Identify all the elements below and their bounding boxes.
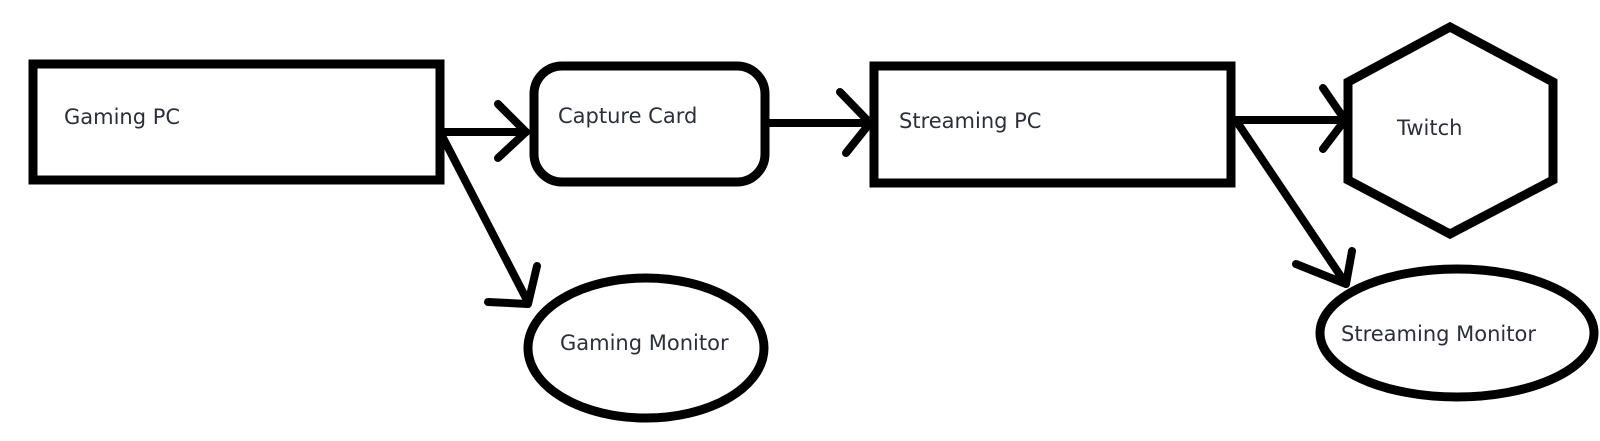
node-capture-card: Capture Card	[529, 61, 770, 187]
node-streaming-monitor: Streaming Monitor	[1315, 264, 1599, 402]
node-gaming-pc: Gaming PC	[28, 59, 445, 185]
node-gaming-pc-label: Gaming PC	[64, 105, 180, 129]
edge-gaming-pc-to-capture-card	[432, 100, 530, 162]
node-twitch-label: Twitch	[1396, 116, 1462, 140]
node-streaming-pc: Streaming PC	[869, 61, 1236, 188]
node-capture-card-label: Capture Card	[558, 104, 697, 128]
edge-gaming-pc-to-gaming-monitor	[436, 128, 541, 308]
node-streaming-monitor-label: Streaming Monitor	[1341, 322, 1536, 346]
node-gaming-monitor-label: Gaming Monitor	[560, 331, 729, 355]
node-gaming-monitor: Gaming Monitor	[523, 273, 769, 423]
node-twitch: Twitch	[1343, 21, 1558, 240]
node-streaming-pc-label: Streaming PC	[899, 109, 1041, 133]
edge-streaming-pc-to-streaming-monitor	[1233, 118, 1356, 288]
edge-capture-card-to-streaming-pc	[762, 88, 874, 157]
